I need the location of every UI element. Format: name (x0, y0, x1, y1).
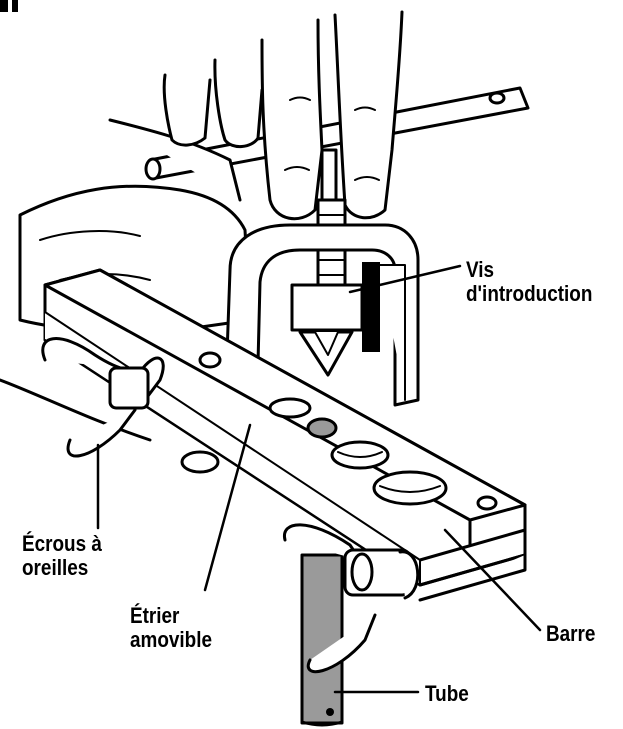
label-wing-nuts: Écrous à oreilles (22, 532, 102, 580)
flaring-cone (290, 283, 364, 377)
label-bar: Barre (546, 621, 596, 646)
label-wing-nuts-line2: oreilles (22, 555, 89, 580)
handle-pin (144, 86, 530, 181)
wing-nut-left (41, 337, 165, 458)
label-yoke-line1: Étrier (130, 603, 180, 628)
label-feed-screw: Vis d'introduction (466, 258, 592, 306)
label-yoke-line2: amovible (130, 627, 213, 652)
wing-nut-right (283, 523, 420, 674)
label-feed-screw-line2: d'introduction (466, 281, 593, 306)
leader-lines (96, 264, 542, 694)
label-wing-nuts-line1: Écrous à (22, 531, 102, 556)
label-yoke: Étrier amovible (130, 604, 212, 652)
tube (300, 553, 344, 727)
leader-vis (348, 264, 462, 294)
leader-barre (443, 528, 542, 632)
label-tube: Tube (425, 681, 469, 706)
leader-etrier (203, 423, 252, 592)
label-feed-screw-line1: Vis (466, 257, 495, 282)
corner-mark (0, 0, 18, 12)
